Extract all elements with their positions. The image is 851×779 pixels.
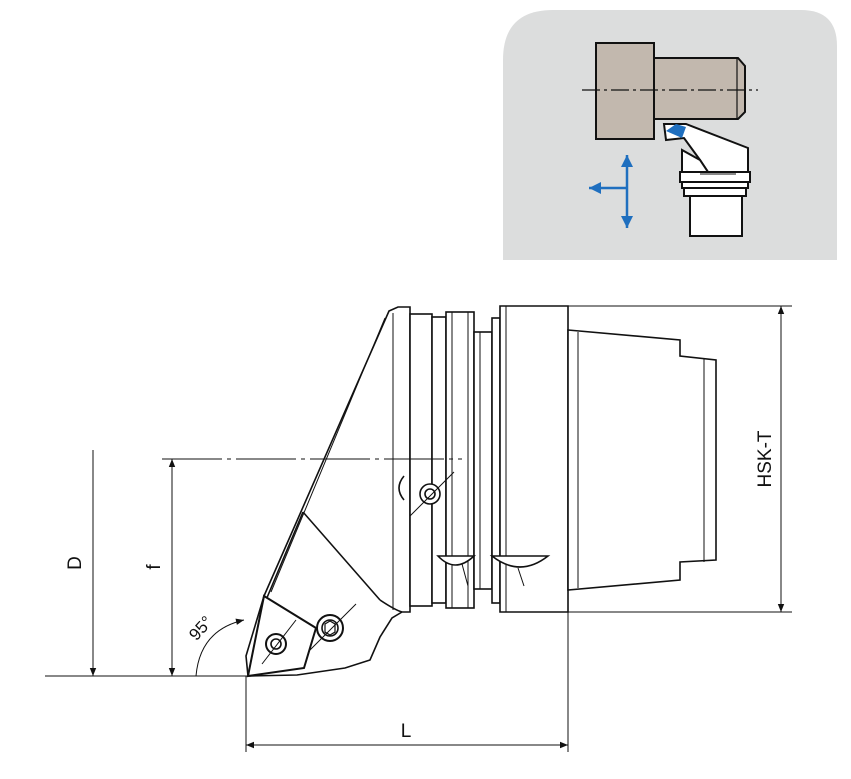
- tool-holder-icon: [662, 123, 751, 237]
- workpiece-icon: [582, 42, 758, 140]
- angle-label: 95°: [185, 612, 216, 644]
- move-arrows-icon: [589, 155, 633, 228]
- application-thumbnail: [503, 10, 837, 260]
- dimension-hsk-label: HSK-T: [755, 430, 776, 487]
- hsk-shank: [567, 329, 717, 591]
- dimension-l-label: L: [401, 721, 412, 742]
- dimensions: [45, 305, 792, 752]
- dimension-d-label: D: [65, 556, 86, 570]
- dimension-f-label: f: [144, 564, 165, 570]
- boring-bar-drawing: [162, 305, 717, 678]
